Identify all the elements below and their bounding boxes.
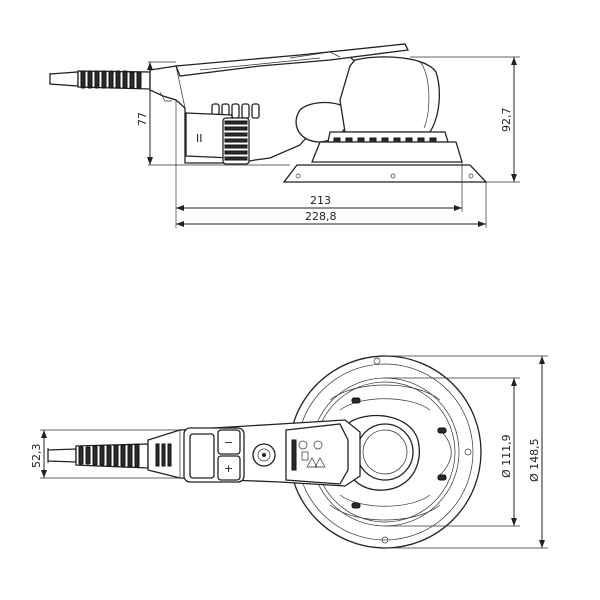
- side-cable: [49, 70, 151, 90]
- top-control-panel: − +: [183, 427, 245, 483]
- dim-side-length-total: 228,8: [176, 182, 487, 228]
- side-control-box: II: [185, 112, 250, 165]
- minus-button[interactable]: [217, 429, 241, 455]
- top-cable: [47, 443, 149, 469]
- plus-button-label: +: [224, 462, 233, 475]
- top-handle: − +: [147, 419, 361, 487]
- dim-label-77: 77: [136, 112, 149, 126]
- top-view: − +: [30, 355, 548, 549]
- plus-button[interactable]: [217, 455, 241, 481]
- dim-label-213: 213: [310, 194, 331, 207]
- side-view: II: [49, 43, 520, 228]
- top-motor-hub: [344, 415, 420, 491]
- side-control-wheel: [222, 117, 250, 165]
- dim-label-52-3: 52,3: [30, 444, 43, 469]
- dim-label-111-9: Ø 111,9: [500, 434, 513, 478]
- pause-symbol: II: [196, 132, 203, 145]
- dim-top-handle-width: 52,3: [30, 429, 180, 479]
- dim-top-pad-diameter: Ø 148,5: [385, 355, 548, 549]
- dim-label-92-7: 92,7: [500, 108, 513, 133]
- dim-side-height-total: 92,7: [410, 56, 520, 183]
- top-cable-strain-relief: [75, 443, 149, 469]
- side-sanding-pad: [282, 131, 488, 183]
- dim-label-228-8: 228,8: [305, 210, 337, 223]
- dim-side-height-handle: 77: [136, 61, 290, 166]
- side-motor-head: [339, 56, 441, 133]
- dim-top-inner-diameter: Ø 111,9: [385, 377, 520, 527]
- dim-label-148-5: Ø 148,5: [528, 438, 541, 482]
- top-vent-slots: [155, 443, 172, 467]
- top-label-area: [285, 423, 349, 485]
- top-power-button[interactable]: [252, 443, 276, 467]
- minus-button-label: −: [224, 436, 233, 449]
- side-cable-strain-relief: [77, 70, 151, 90]
- dim-side-length-body: 213: [175, 100, 463, 228]
